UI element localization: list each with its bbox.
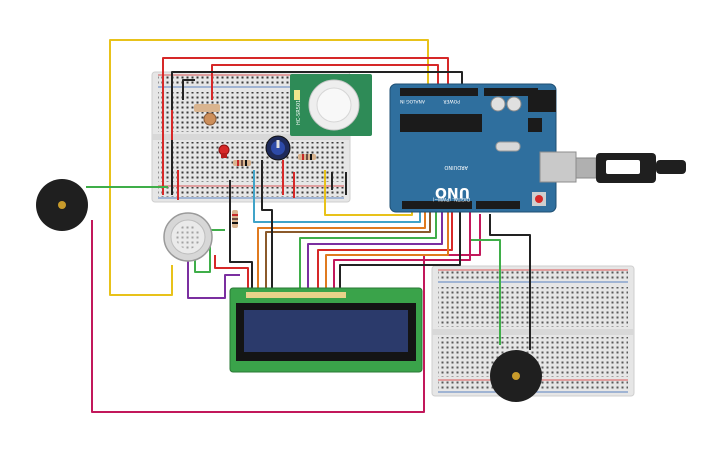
pir-sensor: HC-SR501 <box>290 74 372 136</box>
wire-gas-black <box>229 180 253 290</box>
wire-bb-black-1 <box>261 160 273 290</box>
wire-lcd-green <box>299 205 437 290</box>
gas-sensor <box>163 212 213 262</box>
wire-lcd-orange <box>257 205 426 290</box>
wire-teal-1 <box>253 170 421 223</box>
board-sub-brand-label: ARDUINO <box>444 164 468 170</box>
resistor-3 <box>232 210 238 228</box>
usb-cable <box>575 153 686 183</box>
board-analog-label: ANALOG IN <box>400 98 425 104</box>
photoresistor <box>194 104 220 126</box>
lcd-display <box>229 287 423 373</box>
wire-yellow-loop <box>109 39 429 296</box>
pir-label: HC-SR501 <box>296 100 302 125</box>
board-power-label: POWER <box>443 98 460 104</box>
buzzer-right <box>490 350 542 402</box>
wire-magenta-loop <box>91 214 481 413</box>
wire-lcd-red <box>317 205 453 290</box>
wire-lcd-purple <box>307 205 443 290</box>
wire-gas-green <box>194 229 225 273</box>
wire-lcd-orange2 <box>325 205 449 290</box>
wire-red-top-2 <box>211 64 439 100</box>
wire-lcd-magenta <box>333 205 471 290</box>
wire-gas-purple <box>187 258 240 299</box>
wire-gas-red <box>214 255 249 290</box>
resistor-1 <box>233 160 251 166</box>
arduino-uno: UNO ARDUINO DIGITAL (PWM~) POWER ANALOG … <box>389 83 577 213</box>
potentiometer <box>265 135 291 161</box>
buzzer-left <box>36 179 88 231</box>
board-brand-label: UNO <box>435 184 470 200</box>
wire-black-mid <box>182 79 195 100</box>
wire-red-top <box>162 57 449 195</box>
resistor-2 <box>298 154 316 160</box>
board-digital-label: DIGITAL (PWM~) <box>432 196 470 202</box>
led-red <box>218 144 230 158</box>
wire-black-right <box>489 214 531 350</box>
wire-lcd-black <box>339 205 461 290</box>
wire-lcd-brown <box>265 205 431 290</box>
